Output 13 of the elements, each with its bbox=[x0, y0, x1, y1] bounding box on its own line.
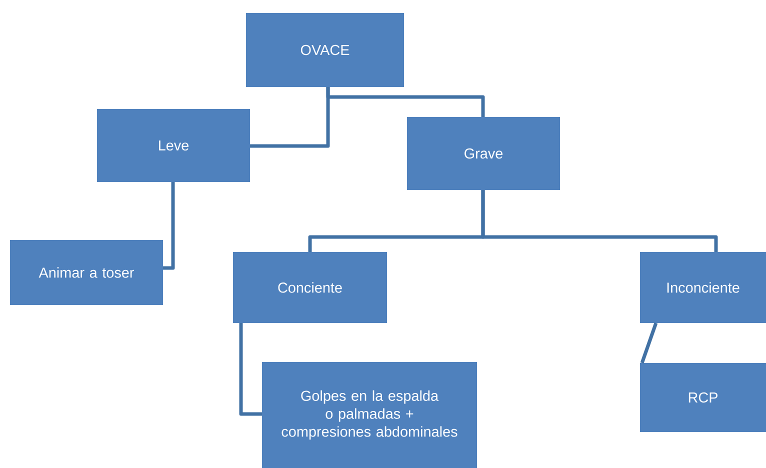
connector-line bbox=[326, 87, 485, 117]
connector-line bbox=[481, 190, 718, 252]
process-box: OVACE bbox=[246, 13, 404, 87]
connector-line bbox=[163, 182, 175, 270]
process-box: RCP bbox=[640, 363, 766, 432]
process-box: Grave bbox=[407, 117, 560, 190]
process-box: Leve bbox=[97, 109, 250, 182]
process-box: Animar a toser bbox=[10, 240, 163, 305]
process-box: Golpes en la espalda o palmadas + compresiones abdominales bbox=[262, 362, 477, 468]
process-box: Conciente bbox=[233, 252, 387, 323]
connector-line bbox=[640, 322, 658, 364]
process-box: Inconciente bbox=[640, 252, 766, 323]
connector-line bbox=[239, 323, 262, 416]
